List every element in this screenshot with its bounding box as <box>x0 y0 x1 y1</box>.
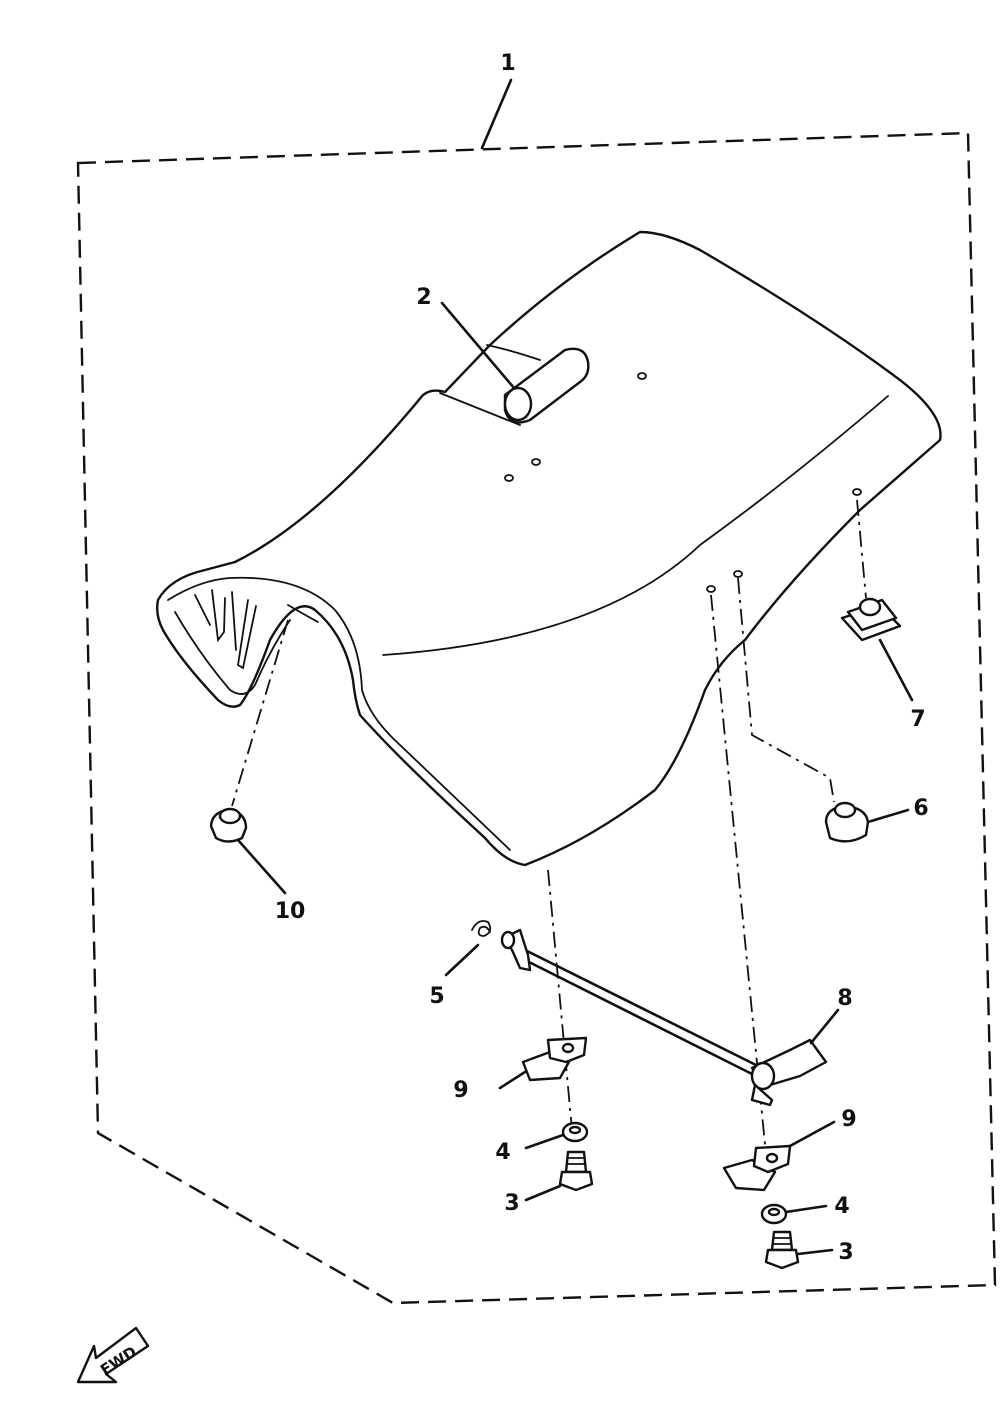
callout-10: 10 <box>275 899 306 924</box>
part-2-strap <box>440 301 590 424</box>
callout-1: 1 <box>500 51 515 76</box>
part-6-cushion <box>737 577 910 843</box>
part-5-spring <box>444 920 492 977</box>
part-8-rod <box>500 928 840 1107</box>
callout-4-left: 4 <box>495 1140 510 1165</box>
part-9-bracket-right <box>722 1120 836 1192</box>
part-3-bolt-right <box>764 1230 834 1270</box>
callout-9-left: 9 <box>453 1078 468 1103</box>
callout-3-left: 3 <box>504 1191 519 1216</box>
callout-8: 8 <box>837 986 852 1011</box>
part-3-bolt-left <box>524 1150 594 1202</box>
fwd-arrow-icon: FWD <box>76 1326 150 1384</box>
part-4-washer-right <box>760 1203 828 1225</box>
callout-9-right: 9 <box>841 1107 856 1132</box>
callout-3-right: 3 <box>838 1240 853 1265</box>
part-7-nut <box>840 499 914 702</box>
part-9-bracket-left <box>498 1036 588 1090</box>
assembly-boundary <box>76 131 997 1305</box>
callout-4-right: 4 <box>834 1194 849 1219</box>
callout-7: 7 <box>910 707 925 732</box>
part-4-washer-left <box>524 1121 589 1150</box>
callout-5: 5 <box>429 984 444 1009</box>
callout-2: 2 <box>416 285 431 310</box>
callout-6: 6 <box>913 796 928 821</box>
centerline-left <box>547 869 573 1131</box>
part-10-cushion <box>209 619 289 895</box>
leader-1 <box>480 78 513 150</box>
seat <box>155 230 942 867</box>
centerline-right <box>710 594 769 1176</box>
